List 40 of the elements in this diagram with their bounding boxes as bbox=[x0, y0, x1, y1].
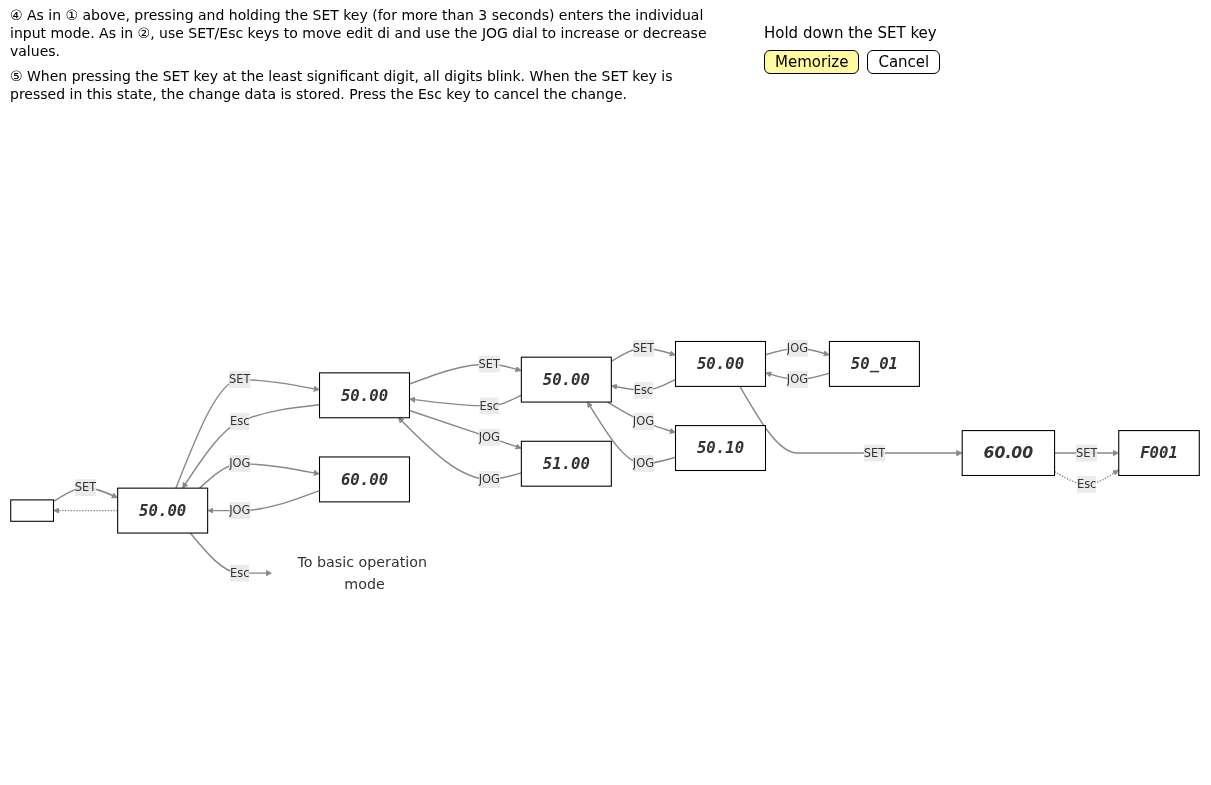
edge-label: JOG bbox=[229, 456, 251, 471]
edge-label: JOG bbox=[786, 341, 809, 355]
node-box: 50_01 bbox=[828, 341, 920, 387]
edge-label: JOG bbox=[786, 372, 809, 387]
edge-label: SET bbox=[863, 445, 886, 460]
edge-label: JOG bbox=[632, 456, 655, 471]
arrow bbox=[175, 378, 320, 489]
node-box: 50.00 bbox=[520, 356, 612, 403]
edge-label: Esc bbox=[230, 414, 250, 429]
key-hint: Hold down the SET key bbox=[764, 24, 938, 42]
speech-bubble: Cancel bbox=[867, 50, 941, 74]
arrow bbox=[606, 401, 676, 434]
edge-label: Esc bbox=[633, 383, 654, 397]
edge-label: Esc bbox=[1076, 477, 1097, 491]
instruction-note: ⑤ When pressing the SET key at the least significant digit, all digits blink. When the SET key is pressed in this state, the change data is stored. Press the Esc key to cancel the change. bbox=[10, 66, 674, 103]
edge-label: SET bbox=[478, 356, 500, 371]
node-box: 50.10 bbox=[674, 425, 767, 472]
node-text: To basic operation mode bbox=[297, 553, 427, 593]
edge-label: JOG bbox=[478, 472, 500, 486]
edge-label: SET bbox=[74, 480, 97, 495]
node-box: 50.00 bbox=[318, 372, 411, 419]
node-box: 60.00 bbox=[961, 430, 1056, 477]
edge-label: JOG bbox=[229, 503, 251, 518]
node-box: 50.00 bbox=[117, 487, 209, 534]
edge-label: JOG bbox=[632, 414, 655, 429]
arrow bbox=[198, 463, 320, 489]
node-box: 50.00 bbox=[674, 341, 767, 387]
speech-bubble: Memorize bbox=[764, 50, 860, 74]
edge-label: Esc bbox=[479, 398, 499, 413]
edge-label: JOG bbox=[478, 430, 500, 444]
instruction-note: ④ As in ① above, pressing and holding the SET key (for more than 3 seconds) enters the individual input mode. As in ②, use SET/Esc keys to move edit di and use the JOG dial to increase or decrease values. bbox=[10, 6, 708, 61]
node-box: 51.00 bbox=[520, 440, 612, 487]
edge-label: Esc bbox=[230, 566, 250, 580]
node-box: F001 bbox=[1118, 430, 1200, 477]
arrow bbox=[739, 385, 963, 457]
edge-label: SET bbox=[1075, 445, 1098, 460]
node-box bbox=[10, 499, 54, 522]
edge-label: SET bbox=[632, 341, 655, 355]
edge-label: SET bbox=[229, 372, 251, 387]
node-box: 60.00 bbox=[318, 456, 411, 503]
